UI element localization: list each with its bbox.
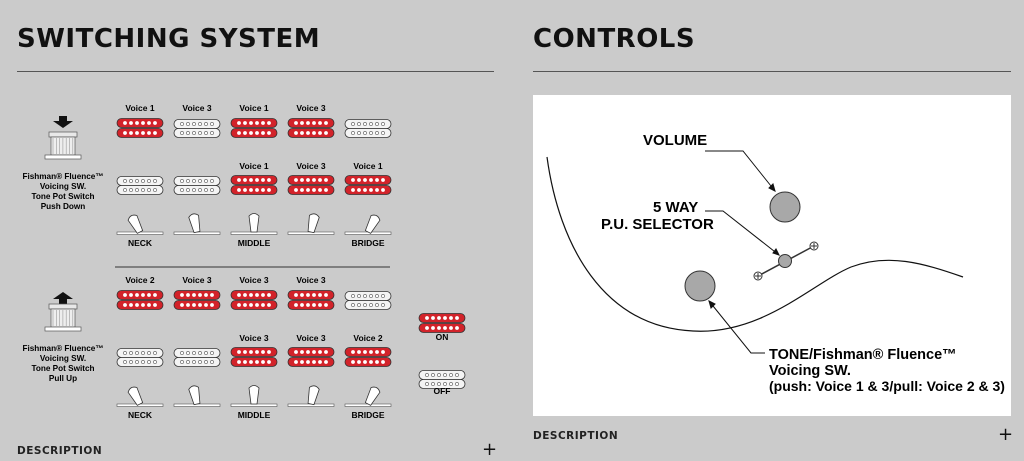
selector-position-5	[344, 386, 392, 407]
guitar-body-outline	[546, 156, 964, 332]
neck-pickup	[116, 290, 164, 310]
tone-label-line3: (push: Voice 1 & 3/pull: Voice 2 & 3)	[769, 378, 1005, 394]
volume-label: VOLUME	[643, 132, 707, 149]
switch-mode-label: Pull Up	[49, 374, 77, 383]
switching-system-title: SWITCHING SYSTEM	[17, 24, 321, 54]
neck-pickup	[344, 119, 392, 138]
position-label: MIDDLE	[238, 410, 271, 420]
bridge-voice-label: Voice 3	[239, 333, 268, 343]
controls-diagram: VOLUME 5 WAY P.U. SELECTOR TONE/Fishman®…	[546, 132, 1005, 394]
controls-diagram-panel: VOLUME 5 WAY P.U. SELECTOR TONE/Fishman®…	[533, 95, 1011, 416]
selector-position-2	[173, 385, 221, 407]
pull-up-knob-icon	[44, 292, 82, 332]
legend-on-label: ON	[436, 332, 449, 342]
neck-voice-label: Voice 3	[182, 275, 211, 285]
position-label: BRIDGE	[351, 410, 384, 420]
switching-description-toggle[interactable]: DESCRIPTION	[17, 445, 103, 457]
position-label: MIDDLE	[238, 238, 271, 248]
controls-expand-icon[interactable]: +	[998, 424, 1014, 445]
switch-mode-label: Push Down	[41, 202, 86, 211]
neck-voice-label: Voice 3	[296, 275, 325, 285]
bridge-pickup	[287, 347, 335, 367]
bridge-pickup	[230, 175, 278, 195]
bridge-pickup	[173, 348, 221, 367]
neck-pickup	[287, 290, 335, 310]
neck-pickup	[344, 291, 392, 310]
neck-pickup	[230, 118, 278, 138]
bridge-voice-label: Voice 3	[296, 161, 325, 171]
neck-pickup	[230, 290, 278, 310]
selector-position-5	[344, 214, 392, 235]
neck-voice-label: Voice 3	[239, 275, 268, 285]
bridge-pickup	[287, 175, 335, 195]
tone-label-line1: TONE/Fishman® Fluence™	[769, 347, 957, 363]
bridge-pickup	[173, 176, 221, 195]
neck-pickup	[116, 118, 164, 138]
legend-off-pickup	[418, 370, 466, 389]
selector-label-line1: 5 WAY	[653, 199, 698, 216]
bridge-pickup	[116, 176, 164, 195]
neck-voice-label: Voice 2	[125, 275, 154, 285]
switching-expand-icon[interactable]: +	[482, 439, 498, 460]
neck-voice-label: Voice 3	[296, 103, 325, 113]
selector-position-1	[116, 386, 164, 407]
volume-knob	[769, 191, 801, 223]
tone-knob	[684, 270, 716, 302]
bridge-voice-label: Voice 2	[353, 333, 382, 343]
bridge-pickup	[230, 347, 278, 367]
neck-pickup	[173, 119, 221, 138]
switching-title-divider	[17, 71, 494, 72]
position-label: NECK	[128, 410, 153, 420]
neck-voice-label: Voice 1	[239, 103, 268, 113]
selector-position-4	[287, 213, 335, 235]
tone-label-line2: Voicing SW.	[769, 363, 851, 379]
bridge-voice-label: Voice 1	[239, 161, 268, 171]
switch-mode-label: Voicing SW.	[40, 182, 86, 191]
neck-pickup	[173, 290, 221, 310]
legend-on-pickup	[418, 313, 466, 333]
controls-title-divider	[533, 71, 1011, 72]
bridge-voice-label: Voice 3	[296, 333, 325, 343]
switch-mode-label: Tone Pot Switch	[31, 192, 94, 201]
push-down-knob-icon	[44, 116, 82, 160]
selector-position-2	[173, 213, 221, 235]
legend-off-label: OFF	[434, 386, 451, 396]
neck-voice-label: Voice 3	[182, 103, 211, 113]
pickup-legend: ON OFF	[418, 313, 466, 396]
neck-pickup	[287, 118, 335, 138]
bridge-voice-label: Voice 1	[353, 161, 382, 171]
switch-mode-label: Tone Pot Switch	[31, 364, 94, 373]
pickup-selector	[753, 241, 819, 281]
controls-title: CONTROLS	[533, 24, 696, 54]
neck-voice-label: Voice 1	[125, 103, 154, 113]
bridge-pickup	[116, 348, 164, 367]
switch-mode-label: Voicing SW.	[40, 354, 86, 363]
bridge-pickup	[344, 175, 392, 195]
controls-description-toggle[interactable]: DESCRIPTION	[533, 430, 619, 442]
position-label: NECK	[128, 238, 153, 248]
selector-position-1	[116, 214, 164, 235]
switch-mode-label: Fishman® Fluence™	[22, 172, 103, 181]
callout-leaders	[705, 150, 780, 354]
selector-label-line2: P.U. SELECTOR	[601, 216, 714, 233]
selector-position-3	[230, 385, 278, 407]
switch-mode-label: Fishman® Fluence™	[22, 344, 103, 353]
position-label: BRIDGE	[351, 238, 384, 248]
selector-position-3	[230, 213, 278, 235]
bridge-pickup	[344, 347, 392, 367]
selector-position-4	[287, 385, 335, 407]
